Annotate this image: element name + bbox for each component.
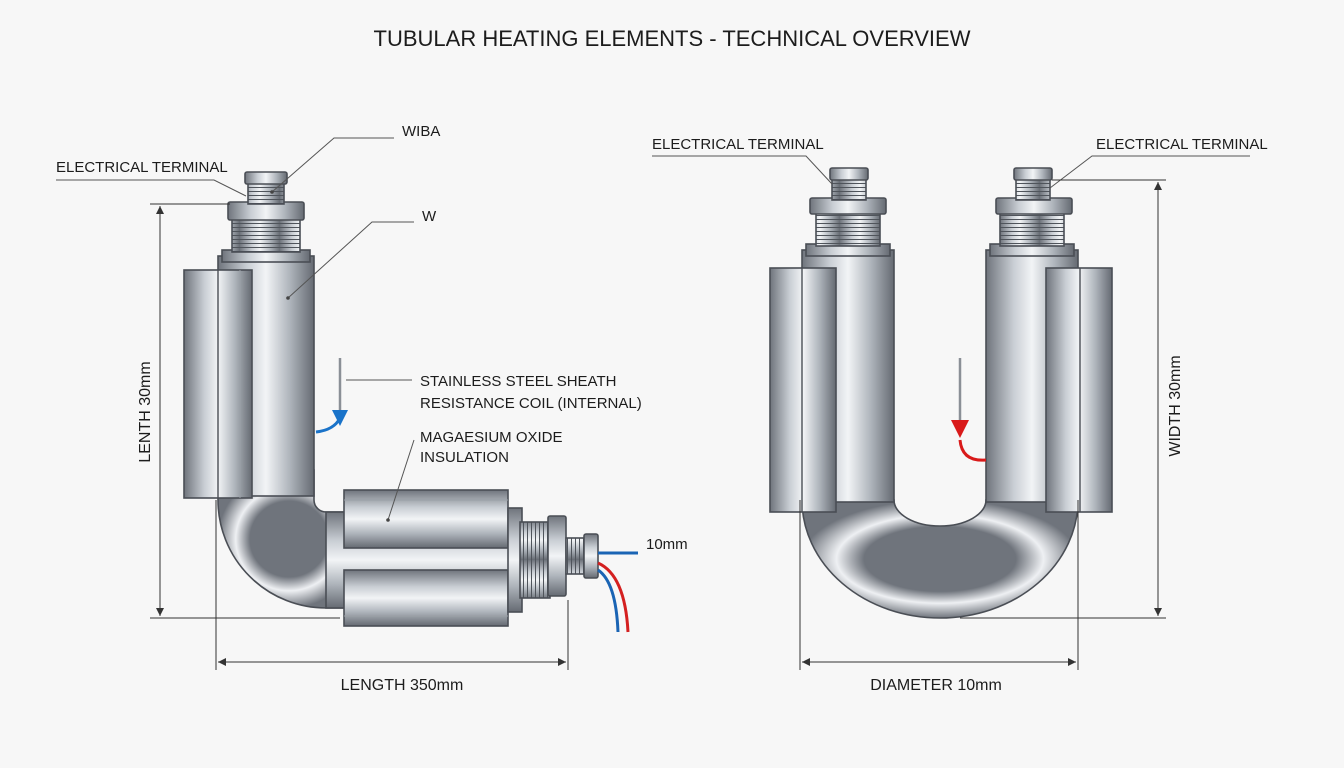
left-labels: ELECTRICAL TERMINAL WIBA W STAINLESS STE… (56, 123, 688, 694)
left-leader-w (287, 221, 414, 299)
left-label-coil: RESISTANCE COIL (INTERNAL) (420, 395, 642, 412)
left-label-insulation-2: INSULATION (420, 449, 509, 466)
left-label-w: W (422, 208, 437, 225)
left-end-nut (547, 515, 567, 597)
left-wire-blue (597, 568, 620, 633)
left-leader-wiba (271, 137, 394, 193)
right-bracket-left (769, 267, 837, 513)
left-bottom-bracket-upper (343, 489, 509, 549)
left-terminal-cap (244, 171, 288, 185)
right-dim-height-label: WIDTH 30mm (1167, 355, 1184, 456)
right-heating-element (769, 167, 1113, 619)
left-label-terminal: ELECTRICAL TERMINAL (56, 159, 228, 176)
diagram-title: TUBULAR HEATING ELEMENTS - TECHNICAL OVE… (374, 26, 971, 51)
right-leader-terminal-left (652, 155, 833, 185)
right-leader-terminal-right (1049, 155, 1250, 189)
left-heating-element (183, 171, 638, 633)
right-bracket-right (1045, 267, 1113, 513)
left-label-wiba: WIBA (402, 123, 440, 140)
left-leader-terminal (56, 179, 247, 197)
left-wire-red (597, 561, 630, 633)
right-tube-bend (801, 499, 1079, 619)
right-label-terminal-left: ELECTRICAL TERMINAL (652, 136, 824, 153)
left-label-sheath: STAINLESS STEEL SHEATH (420, 373, 616, 390)
right-right-terminal-thread (999, 211, 1065, 247)
right-label-terminal-right: ELECTRICAL TERMINAL (1096, 136, 1268, 153)
right-left-terminal-cap (829, 167, 869, 181)
left-label-insulation-1: MAGAESIUM OXIDE (420, 429, 563, 446)
left-label-wire-diameter: 10mm (646, 536, 688, 553)
left-tube-bend (217, 469, 361, 609)
right-right-terminal-cap (1013, 167, 1053, 181)
right-dim-diameter-label: DIAMETER 10mm (870, 677, 1002, 694)
left-end-thread (519, 521, 551, 599)
left-dim-height-label: LENTH 30mm (137, 361, 154, 462)
left-dim-length-label: LENGTH 350mm (341, 677, 464, 694)
left-terminal-thread (231, 217, 301, 253)
left-leader-insulation (387, 439, 415, 521)
right-left-terminal-thread (815, 211, 881, 247)
left-bottom-bracket-lower (343, 569, 509, 627)
left-end-cap (583, 533, 599, 579)
right-labels: ELECTRICAL TERMINAL ELECTRICAL TERMINAL … (652, 136, 1268, 694)
